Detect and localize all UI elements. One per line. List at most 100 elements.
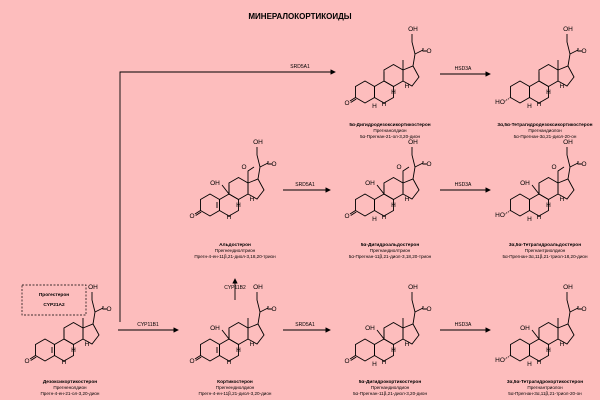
hydrogen-label: H [560,196,565,203]
svg-text:Прегн-4-ен-21-ол-3,20-дион: Прегн-4-ен-21-ол-3,20-дион [41,391,100,396]
hydroxyl-label: OH [408,139,418,146]
progesterone-box [21,284,87,316]
svg-text:Дезоксикортикостерон: Дезоксикортикостерон [43,379,97,385]
hydroxyl-label: OH [210,325,220,332]
enzyme-label: CYP11B2 [224,285,246,291]
hydroxyl-label: OH [563,26,573,33]
oxygen-label: O [189,358,194,365]
svg-text:Альдостерон: Альдостерон [219,242,251,248]
oxygen-label: O [344,213,349,220]
diagram-title: МИНЕРАЛОКОРТИКОИДЫ [248,12,351,21]
hydrogen-label: H [372,216,377,223]
hydroxyl-label: OH [408,26,418,33]
enzyme-label: CYP11B1 [137,322,159,328]
hydrogen-label: H [391,89,396,96]
progesterone-label: Прогестерон [39,292,69,298]
hydrogen-label: H [382,214,387,221]
hydroxyl-label: OH [253,284,263,291]
svg-text:5α-Прегнан-3α,11β,21-триол-18,: 5α-Прегнан-3α,11β,21-триол-18,20-дион [502,254,588,259]
hydrogen-label: H [372,103,377,110]
hydrogen-label: H [560,83,565,90]
oxygen-label: O [581,161,586,168]
compound-label: Альдостерон Прегнендиолтрион Прегн-4-ен-… [194,242,276,259]
oxygen-label: O [426,48,431,55]
enzyme-label: SRD5A1 [295,322,315,328]
hydrogen-label: H [527,361,532,368]
oxygen-label: O [581,48,586,55]
hydroxyl-label: HO [495,99,505,106]
hydrogen-label: H [382,101,387,108]
svg-text:5α-Дигидродезоксикортикостерон: 5α-Дигидродезоксикортикостерон [349,122,430,128]
enzyme-label: SRD5A1 [290,64,310,70]
svg-text:3α,5α-Тетрагидрокортикостерон: 3α,5α-Тетрагидрокортикостерон [507,379,583,385]
hydroxyl-label: OH [253,139,263,146]
hydrogen-label: H [405,196,410,203]
hydrogen-label: H [391,202,396,209]
compound-label: 3α,5α-Тетрагидрокортикостерон Прегнантри… [507,379,583,396]
svg-text:Прегнандиолдион: Прегнандиолдион [371,385,410,390]
svg-text:5α-Прегнан-3α,11β,21-триол-20-: 5α-Прегнан-3α,11β,21-триол-20-он [508,391,582,396]
hydrogen-label: H [372,361,377,368]
hydroxyl-label: OH [365,180,375,187]
oxygen-label: O [581,306,586,313]
hydroxyl-label: OH [520,325,530,332]
hydrogen-label: H [537,214,542,221]
arrow-srd5a1-top [119,69,336,322]
svg-text:Прегнендиолтрион: Прегнендиолтрион [215,248,256,253]
compound-label: 5α-Дигидрокортикостерон Прегнандиолдион … [353,379,427,396]
svg-text:Прегненолдион: Прегненолдион [53,385,87,390]
svg-text:3α,5α-Тетрагидроальдостерон: 3α,5α-Тетрагидроальдостерон [509,242,581,248]
compound-label: Дезоксикортикостерон Прегненолдион Прегн… [41,379,100,396]
oxygen-label: O [271,306,276,313]
svg-text:Кортикостерон: Кортикостерон [217,379,253,385]
hydrogen-label: H [71,347,76,354]
hydrogen-label: H [250,196,255,203]
hydroxyl-label: OH [88,284,98,291]
compound-label: Кортикостерон Прегнендиолдион Прегн-4-ен… [199,379,272,396]
hydrogen-label: H [250,341,255,348]
hydrogen-label: H [537,359,542,366]
svg-text:Прегнантриолон: Прегнантриолон [527,385,563,390]
svg-text:Прегн-4-ен-11β,21-диол-3,20-ди: Прегн-4-ен-11β,21-диол-3,20-дион [199,391,272,396]
hydroxyl-label: HO [495,357,505,364]
hydroxyl-label: OH [365,325,375,332]
compound-label: 3α,5α-Тетрагидродезоксикортикостерон Пре… [497,122,592,139]
oxygen-label: O [189,213,194,220]
hydrogen-label: H [62,359,67,366]
hydrogen-label: H [560,341,565,348]
hydrogen-label: H [227,359,232,366]
hydrogen-label: H [546,89,551,96]
svg-text:5α-Прегнан-3α,21-диол-20-он: 5α-Прегнан-3α,21-диол-20-он [514,134,577,139]
oxygen-label: O [344,358,349,365]
svg-text:5α-Дигидроальдостерон: 5α-Дигидроальдостерон [361,242,420,248]
hydrogen-label: H [546,347,551,354]
hydroxyl-label: OH [563,284,573,291]
oxygen-label: O [426,161,431,168]
enzyme-label: HSD3A [455,66,472,72]
hydroxyl-label: OH [210,180,220,187]
enzyme-label: SRD5A1 [295,182,315,188]
oxygen-label: O [271,161,276,168]
hydrogen-label: H [537,101,542,108]
hydrogen-label: H [527,103,532,110]
hydroxyl-label: OH [520,180,530,187]
oxygen-label: O [344,100,349,107]
hydrogen-label: H [405,341,410,348]
svg-text:Прегнандиолтрион: Прегнандиолтрион [370,248,411,253]
svg-text:Прегнандиолон: Прегнандиолон [528,128,562,133]
svg-text:5α-Прегнан-21-ол-3,20-дион: 5α-Прегнан-21-ол-3,20-дион [360,134,421,139]
hydroxyl-label: OH [408,284,418,291]
oxygen-label: O [241,164,246,171]
oxygen-label: O [551,164,556,171]
oxygen-label: O [396,164,401,171]
svg-text:Прегнендиолдион: Прегнендиолдион [216,385,255,390]
